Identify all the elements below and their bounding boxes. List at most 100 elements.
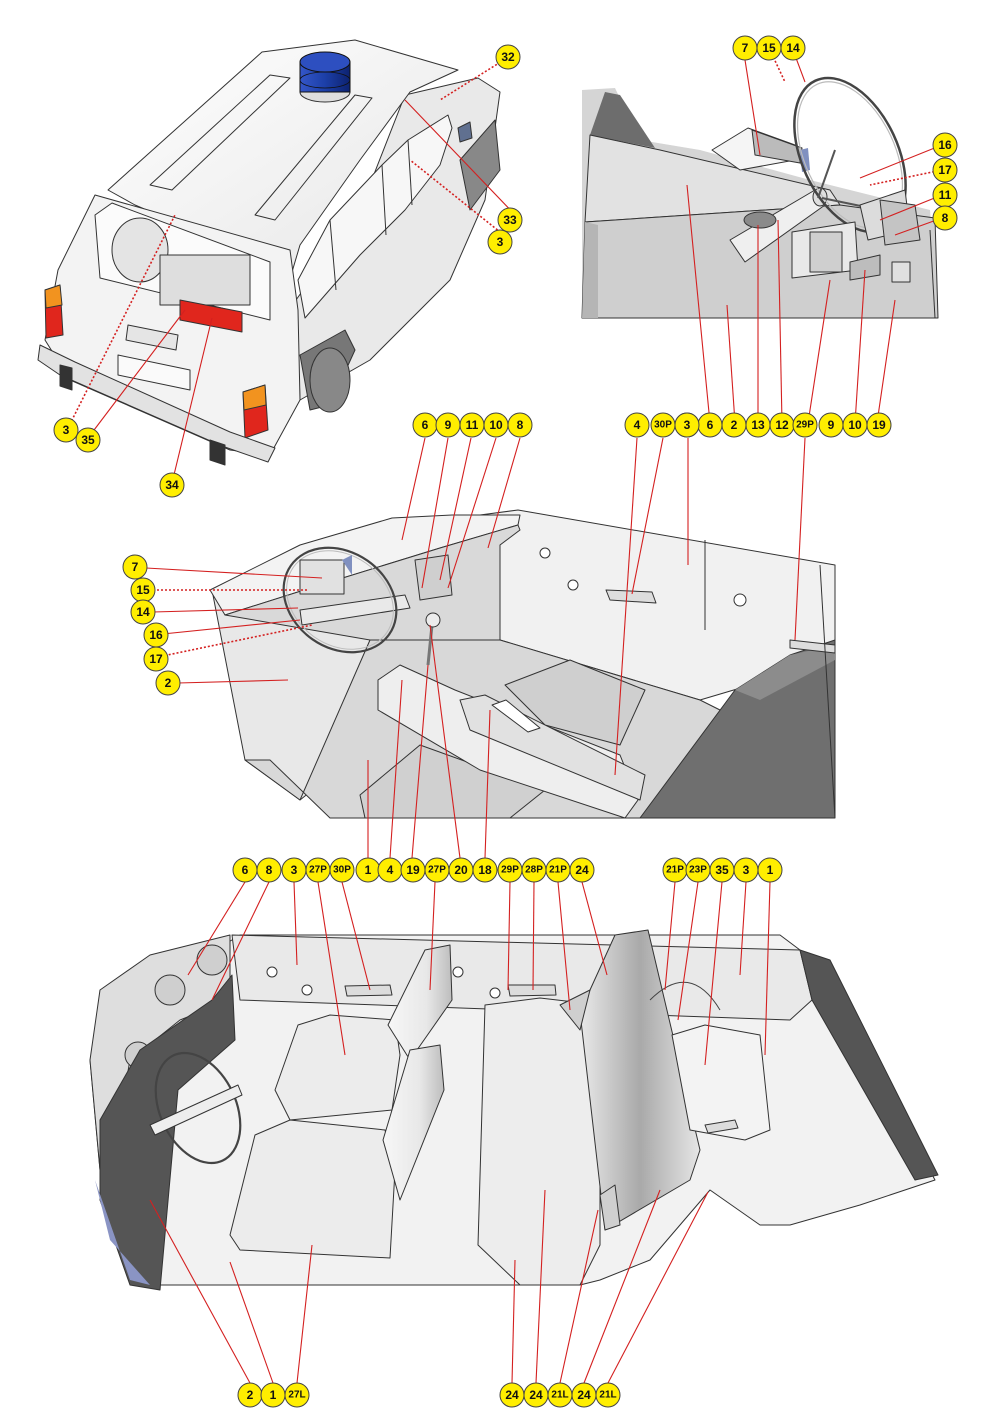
svg-text:16: 16: [938, 138, 952, 152]
callout-badge: 2: [721, 412, 747, 438]
svg-text:7: 7: [132, 560, 139, 574]
svg-text:20: 20: [454, 863, 468, 877]
callout-badge: 30P: [329, 857, 355, 883]
svg-text:30P: 30P: [654, 420, 672, 431]
callout-badge: 19: [866, 412, 892, 438]
callout-badge: 30P: [650, 412, 676, 438]
svg-text:15: 15: [136, 583, 150, 597]
callout-badge: 17: [932, 157, 958, 183]
callout-badge: 35: [709, 857, 735, 883]
svg-text:12: 12: [775, 418, 789, 432]
svg-text:29P: 29P: [796, 420, 814, 431]
callout-badge: 12: [769, 412, 795, 438]
callout-badge: 8: [256, 857, 282, 883]
callout-badge: 28P: [521, 857, 547, 883]
svg-text:2: 2: [731, 418, 738, 432]
callout-badge: 29P: [792, 412, 818, 438]
callout-badge: 11: [932, 182, 958, 208]
svg-text:14: 14: [786, 41, 800, 55]
callout-badge: 27L: [284, 1382, 310, 1408]
callout-badge: 3: [674, 412, 700, 438]
svg-text:27P: 27P: [428, 865, 446, 876]
svg-text:34: 34: [165, 478, 179, 492]
callout-badges: 32 33 3 3 35 34 7 15 14 16 17 11 8 3 6 2…: [53, 35, 958, 1408]
callout-badge: 17: [143, 646, 169, 672]
callout-badge: 1: [355, 857, 381, 883]
svg-text:8: 8: [266, 863, 273, 877]
svg-text:11: 11: [466, 418, 479, 432]
svg-text:19: 19: [872, 418, 886, 432]
callout-badge: 24: [571, 1382, 597, 1408]
front-cabin-drawing: [209, 509, 836, 819]
svg-text:24: 24: [575, 863, 589, 877]
svg-text:17: 17: [149, 652, 163, 666]
svg-text:4: 4: [634, 418, 641, 432]
callout-badge: 29P: [497, 857, 523, 883]
callout-badge: 1: [757, 857, 783, 883]
callout-badge: 7: [122, 554, 148, 580]
svg-text:6: 6: [707, 418, 714, 432]
svg-text:32: 32: [501, 50, 515, 64]
svg-text:15: 15: [762, 41, 776, 55]
svg-text:23P: 23P: [689, 865, 707, 876]
callout-badge: 3: [733, 857, 759, 883]
svg-text:1: 1: [270, 1388, 277, 1402]
svg-text:4: 4: [387, 863, 394, 877]
callout-badge: 35: [75, 427, 101, 453]
callout-badge: 33: [497, 207, 523, 233]
callout-badge: 13: [745, 412, 771, 438]
svg-text:8: 8: [942, 211, 949, 225]
svg-text:19: 19: [406, 863, 420, 877]
svg-text:16: 16: [149, 628, 163, 642]
callout-badge: 1: [260, 1382, 286, 1408]
callout-badge: 9: [435, 412, 461, 438]
callout-badge: 32: [495, 44, 521, 70]
callout-badge: 9: [818, 412, 844, 438]
callout-badge: 4: [624, 412, 650, 438]
callout-badge: 6: [697, 412, 723, 438]
dashboard-closeup-drawing: [581, 76, 939, 319]
callout-badge: 6: [232, 857, 258, 883]
svg-text:3: 3: [743, 863, 750, 877]
svg-text:21P: 21P: [666, 865, 684, 876]
callout-badge: 3: [281, 857, 307, 883]
svg-text:2: 2: [165, 676, 172, 690]
callout-badge: 7: [732, 35, 758, 61]
callout-badge: 18: [472, 857, 498, 883]
svg-text:18: 18: [478, 863, 492, 877]
svg-text:3: 3: [497, 235, 504, 249]
callout-badge: 21P: [662, 857, 688, 883]
callout-badge: 4: [377, 857, 403, 883]
callout-badge: 15: [130, 577, 156, 603]
svg-text:6: 6: [242, 863, 249, 877]
callout-badge: 15: [756, 35, 782, 61]
svg-text:27P: 27P: [309, 865, 327, 876]
callout-badge: 10: [842, 412, 868, 438]
callout-badge: 3: [53, 417, 79, 443]
callout-badge: 8: [507, 412, 533, 438]
callout-badge: 8: [932, 205, 958, 231]
callout-badge: 24: [569, 857, 595, 883]
svg-text:33: 33: [503, 213, 517, 227]
callout-badge: 27P: [424, 857, 450, 883]
callout-badge: 27P: [305, 857, 331, 883]
callout-badge: 16: [143, 622, 169, 648]
callout-badge: 2: [155, 670, 181, 696]
callout-badge: 11: [459, 412, 485, 438]
svg-text:1: 1: [767, 863, 774, 877]
svg-text:17: 17: [938, 163, 952, 177]
svg-text:24: 24: [529, 1388, 543, 1402]
svg-text:7: 7: [742, 41, 749, 55]
callout-badge: 16: [932, 132, 958, 158]
svg-text:27L: 27L: [288, 1390, 305, 1401]
callout-badge: 6: [412, 412, 438, 438]
svg-text:24: 24: [505, 1388, 519, 1402]
callout-badge: 10: [483, 412, 509, 438]
full-interior-drawing: [89, 929, 939, 1291]
callout-badge: 14: [130, 599, 156, 625]
svg-text:10: 10: [489, 418, 503, 432]
svg-text:6: 6: [422, 418, 429, 432]
svg-text:21L: 21L: [599, 1390, 616, 1401]
svg-text:11: 11: [939, 188, 952, 202]
